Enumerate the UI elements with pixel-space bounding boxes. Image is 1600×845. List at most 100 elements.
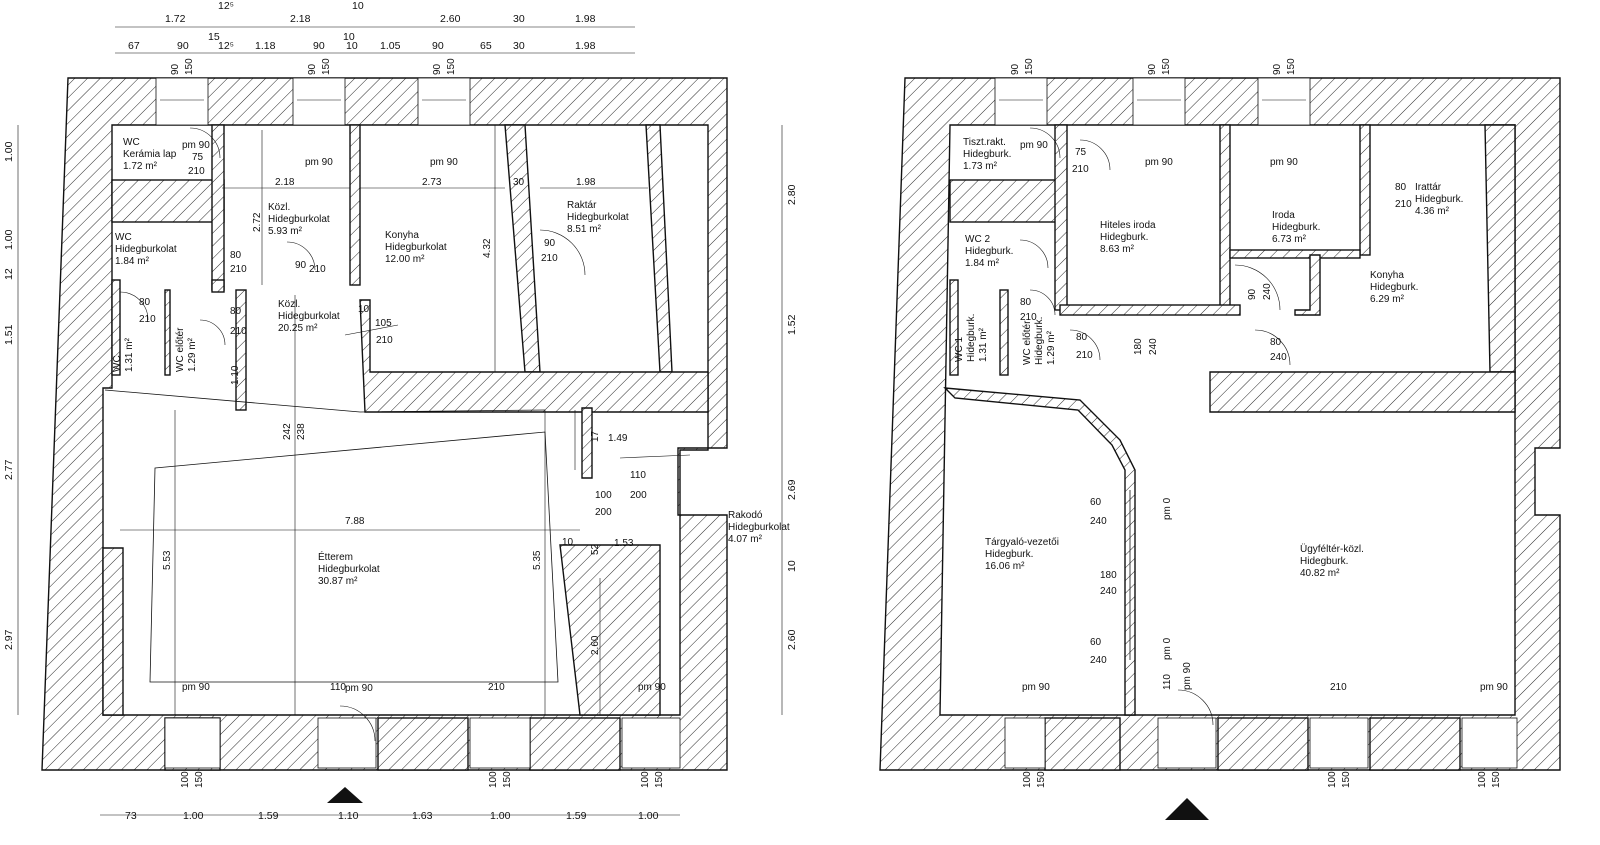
inner-dim-label: 1.10 — [230, 365, 241, 385]
room-name: Tárgyaló-vezetői — [985, 537, 1059, 548]
left-plan — [17, 26, 783, 816]
door-label: 240 — [1148, 338, 1159, 355]
door-label: 80 — [139, 297, 151, 308]
door-label: 210 — [230, 326, 247, 337]
window-width-label: 90 — [170, 63, 181, 75]
door-label: 90 — [544, 238, 556, 249]
door-label: 210 — [230, 264, 247, 275]
bottom-dim-label: 73 — [125, 810, 137, 822]
room-name: Irattár — [1415, 182, 1442, 193]
room-area: 30.87 m² — [318, 576, 358, 587]
door-label: pm 90 — [1270, 157, 1298, 168]
bottom-dim-label: 1.63 — [412, 810, 433, 822]
top-dim-label: 10 — [352, 0, 364, 12]
top-dim-label: 90 — [177, 40, 189, 52]
window-width-label: 90 — [1010, 63, 1021, 75]
left-dim-label: 1.00 — [3, 141, 15, 162]
room-floor: Hidegburkolat — [567, 212, 629, 223]
room-name: Raktár — [567, 200, 597, 211]
door-label: pm 90 — [638, 682, 666, 693]
door-label: 210 — [1330, 682, 1347, 693]
window-height-label: 150 — [184, 58, 195, 75]
room-area: 1.72 m² — [123, 161, 158, 172]
window-height-label: 150 — [502, 771, 513, 788]
room-area: 1.31 m² — [978, 327, 989, 362]
window-height-label: 150 — [1161, 58, 1172, 75]
inner-dim-label: 1.53 — [614, 538, 634, 549]
room-name: Hiteles iroda — [1100, 220, 1156, 231]
top-dim-label: 1.98 — [575, 13, 596, 25]
right-interior-walls — [943, 124, 1516, 771]
left-dim-label: 2.77 — [3, 459, 15, 480]
door-label: 210 — [488, 682, 505, 693]
door-label: 210 — [139, 314, 156, 325]
top-dim-label: 10 — [343, 31, 355, 43]
room-name: Tiszt.rakt. — [963, 137, 1006, 148]
door-label: 80 — [230, 306, 242, 317]
door-label: 210 — [1076, 350, 1093, 361]
left-dimension-lines — [17, 26, 783, 816]
door-label: 110 — [330, 682, 346, 693]
room-area: 4.36 m² — [1415, 206, 1450, 217]
left-top-windows — [155, 77, 471, 126]
right-dim-label: 2.69 — [786, 479, 798, 500]
top-dim-label: 2.18 — [290, 13, 311, 25]
door-label: 10 — [358, 304, 370, 315]
window-width-label: 90 — [1147, 63, 1158, 75]
top-dim-label: 10 — [346, 40, 358, 52]
door-label: 210 — [376, 335, 393, 346]
inner-dim-label: 1.49 — [608, 433, 628, 444]
door-label: 80 — [1395, 182, 1407, 193]
room-floor: Hidegburkolat — [278, 311, 340, 322]
bottom-dim-label: 1.59 — [258, 810, 279, 822]
inner-dim-label: 242 — [282, 423, 293, 440]
door-label: pm 90 — [1022, 682, 1050, 693]
inner-dim-label: 52 — [590, 543, 601, 555]
room-area: 40.82 m² — [1300, 568, 1340, 579]
room-floor: Hidegburkolat — [385, 242, 447, 253]
top-dim-label: 15 — [208, 31, 220, 43]
window-height-label: 150 — [1036, 771, 1047, 788]
room-area: 8.51 m² — [567, 224, 602, 235]
room-area: 1.84 m² — [115, 256, 150, 267]
room-name: WC előtér — [175, 327, 186, 372]
room-floor: Hidegburk. — [1100, 232, 1148, 243]
inner-dim-label: 2.60 — [590, 635, 601, 655]
room-floor: Hidegburk. — [1300, 556, 1348, 567]
room-name: Konyha — [385, 230, 419, 241]
top-dim-label: 1.05 — [380, 40, 401, 52]
top-dim-label: 1.72 — [165, 13, 186, 25]
top-dim-label: 90 — [432, 40, 444, 52]
right-bottom-windows — [1004, 717, 1518, 769]
top-dim-label: 65 — [480, 40, 492, 52]
door-label: pm 90 — [430, 157, 458, 168]
door-label: 110 — [1162, 674, 1173, 690]
room-name: Rakodó — [728, 510, 763, 521]
inner-dim-label: 5.35 — [532, 550, 543, 570]
right-dim-label: 2.60 — [786, 629, 798, 650]
inner-dim-label: 2.73 — [422, 177, 442, 188]
inner-dim-label: 10 — [562, 537, 574, 548]
door-label: pm 0 — [1162, 497, 1173, 520]
door-label: 60 — [1090, 637, 1102, 648]
window-height-label: 150 — [654, 771, 665, 788]
door-label: 75 — [192, 152, 204, 163]
room-floor: Hidegburkolat — [728, 522, 790, 533]
window-height-label: 150 — [1024, 58, 1035, 75]
room-area: 20.25 m² — [278, 323, 318, 334]
right-door-swings — [1019, 127, 1291, 726]
window-width-label: 100 — [640, 771, 651, 788]
room-floor: Hidegburk. — [985, 549, 1033, 560]
door-label: 240 — [1100, 586, 1117, 597]
window-width-label: 100 — [1327, 771, 1338, 788]
door-label: pm 90 — [182, 682, 210, 693]
room-name: Közl. — [268, 202, 290, 213]
top-dim-label: 12⁵ — [218, 40, 234, 52]
left-outer-walls — [41, 77, 728, 771]
inner-dim-label: 1.98 — [576, 177, 596, 188]
room-floor: Hidegburk. — [965, 246, 1013, 257]
room-area: 6.73 m² — [1272, 234, 1307, 245]
room-floor: Hidegburk. — [966, 314, 977, 362]
door-label: pm 90 — [1182, 662, 1193, 690]
